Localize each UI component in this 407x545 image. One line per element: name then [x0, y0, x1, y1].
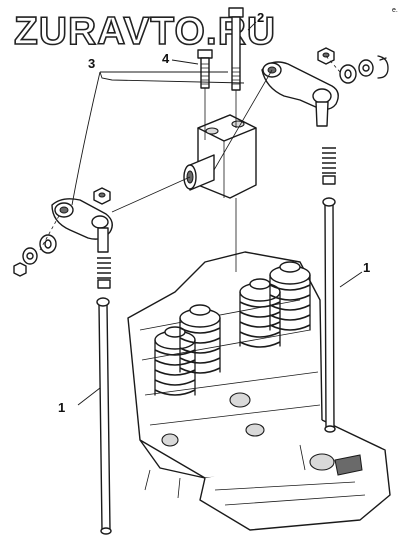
push-rod-right — [322, 197, 336, 433]
svg-text:1: 1 — [58, 400, 65, 415]
rocker-arm-right — [261, 61, 339, 127]
bolt-left — [197, 49, 213, 89]
washers-right — [339, 55, 389, 84]
bolt-right — [228, 7, 244, 91]
svg-text:3: 3 — [88, 56, 95, 71]
svg-text:2: 2 — [257, 10, 264, 25]
adjuster-spring-left — [97, 257, 111, 289]
callout-2: 2 — [247, 10, 264, 31]
washers-left — [13, 234, 57, 277]
rocker-shaft-support — [183, 114, 257, 199]
svg-text:1: 1 — [363, 260, 370, 275]
push-rod-left — [96, 297, 112, 535]
callout-3: 3 — [71, 56, 245, 206]
adjuster-spring-right — [322, 147, 336, 185]
cylinder-head — [127, 251, 391, 531]
nut-right — [317, 47, 335, 65]
callout-1-left: 1 — [58, 387, 101, 415]
valve-spring-front-left — [154, 326, 196, 396]
callout-4: 4 — [162, 51, 199, 66]
rocker-arm-left — [51, 198, 113, 253]
corner-mark: e. — [392, 7, 398, 14]
svg-text:4: 4 — [162, 51, 170, 66]
assembly-lines — [39, 55, 341, 272]
valve-spring-rear-right — [269, 261, 311, 331]
nut-left — [93, 187, 111, 205]
valve-spring-front-right — [179, 304, 221, 374]
callout-1-right: 1 — [339, 260, 370, 288]
